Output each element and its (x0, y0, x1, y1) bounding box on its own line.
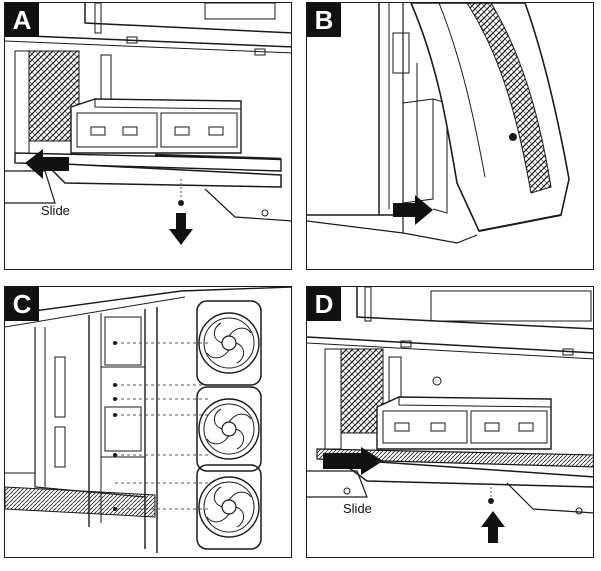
arrow-up-icon (481, 511, 505, 543)
panel-d-caption: Slide (343, 501, 372, 516)
panel-a: A Slide (4, 2, 292, 270)
panel-d: D Slide (306, 286, 594, 558)
slide-right-arrow-icon (323, 447, 383, 475)
panel-b-label: B (307, 3, 341, 37)
panel-a-label: A (5, 3, 39, 37)
panel-b: B (306, 2, 594, 270)
panel-d-illustration (307, 287, 593, 515)
panel-c-illustration (5, 287, 291, 553)
slide-left-arrow-icon (25, 149, 69, 179)
fan-icon (196, 386, 262, 472)
fan-icon (196, 300, 262, 386)
panel-b-illustration (307, 3, 570, 244)
arrow-right-icon (393, 195, 433, 225)
arrow-down-icon (169, 213, 193, 245)
panel-a-caption: Slide (41, 203, 70, 218)
fan-icon (196, 464, 262, 550)
panel-d-label: D (307, 287, 341, 321)
panel-c: C (4, 286, 292, 558)
panel-c-label: C (5, 287, 39, 321)
panel-a-illustration (5, 3, 291, 222)
